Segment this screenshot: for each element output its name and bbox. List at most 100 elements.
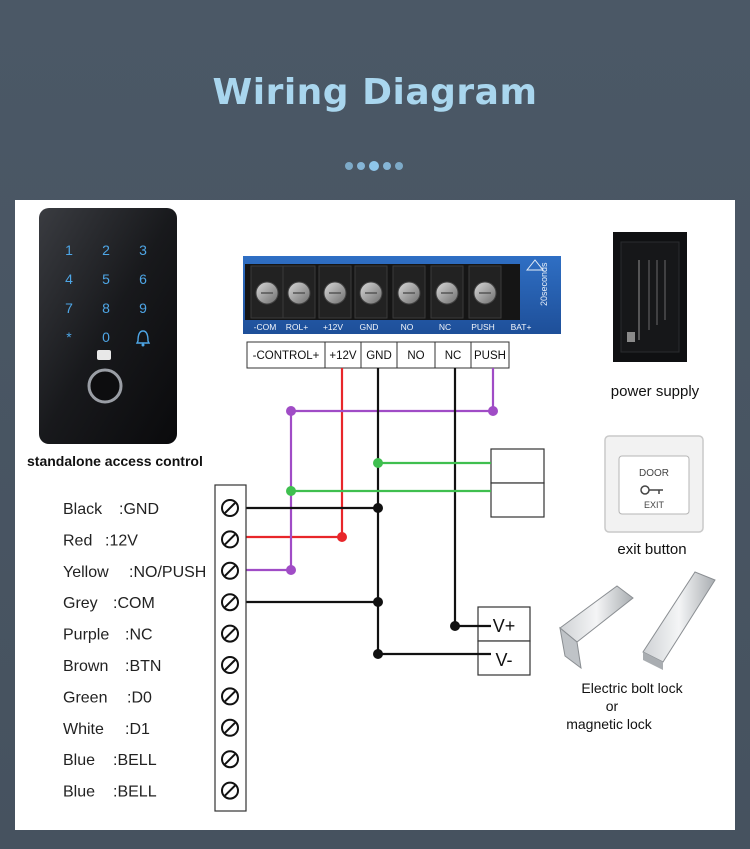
keypad-key: 6: [139, 271, 147, 287]
keypad-key: 2: [102, 242, 110, 258]
title-dots: [345, 160, 415, 172]
terminal-screw-icon: [221, 718, 239, 737]
keypad-key: 9: [139, 300, 147, 316]
bolt-lock-body: [559, 585, 634, 643]
keypad-caption: standalone access control: [27, 453, 203, 469]
wire-color-label: White: [63, 721, 104, 738]
junction-dot: [373, 503, 383, 513]
controller-label: GND: [366, 350, 392, 362]
lock-terminal-box-vplus: [477, 606, 531, 642]
page-title: Wiring Diagram: [212, 72, 538, 113]
wire-function-label: :12V: [105, 532, 138, 549]
electric-bolt-lock: [559, 585, 634, 670]
exit-terminal-box: [490, 448, 545, 484]
lock-terminal-box-vminus: [477, 640, 531, 676]
controller-label-box: [434, 341, 472, 369]
terminal-screw-icon: [221, 687, 239, 706]
controller-label-box: [470, 341, 510, 369]
board-terminal-label: ROL+: [286, 322, 308, 332]
exit-button-face-bottom: EXIT: [644, 500, 665, 510]
terminal-screw-icon: [221, 624, 239, 643]
keypad-key: 8: [102, 300, 110, 316]
board-terminal-label: BAT+: [511, 322, 532, 332]
keypad-key: 4: [65, 271, 73, 287]
exit-button-face-top: DOOR: [639, 468, 669, 479]
board-terminal-label: GND: [360, 322, 379, 332]
key-icon: [640, 485, 663, 495]
wire-junctions: [286, 406, 498, 659]
magnetic-lock: [642, 571, 716, 670]
junction-dot: [450, 621, 460, 631]
dot: [395, 162, 403, 170]
controller-label: PUSH: [474, 350, 506, 362]
exit-button-caption: exit button: [617, 541, 686, 558]
wire-color-label: Red: [63, 532, 92, 549]
board-terminal-label: -COM: [254, 322, 277, 332]
terminal-screw-icon: [221, 750, 239, 769]
lock-caption-line2: or: [606, 698, 619, 714]
board-terminal-label: +12V: [323, 322, 343, 332]
controller-label-box: [396, 341, 436, 369]
brand-mark: [627, 332, 635, 342]
board-terminal-label: PUSH: [471, 322, 495, 332]
dot: [383, 162, 391, 170]
wire-function-label: :NC: [125, 627, 153, 644]
power-supply-caption: power supply: [611, 383, 700, 400]
wire-function-label: :BELL: [113, 784, 157, 801]
wire-function-label: :D1: [125, 721, 150, 738]
wire-terminals: [221, 499, 239, 800]
keypad-key: 0: [102, 329, 110, 345]
lock-terminal-vminus: V-: [495, 650, 512, 670]
junction-dot: [373, 597, 383, 607]
wire-color-label: Blue: [63, 752, 95, 769]
terminal-screw-icon: [221, 530, 239, 549]
board-terminal-label: NO: [401, 322, 414, 332]
terminal-screws: [250, 265, 502, 319]
controller-label: -CONTROL+: [253, 350, 320, 362]
purple-wire-push: [289, 368, 495, 570]
fingerprint-sensor-icon: [87, 368, 123, 404]
controller-label-box: [324, 341, 362, 369]
controller-label: NO: [407, 350, 424, 362]
keypad-key: 5: [102, 271, 110, 287]
controller-label: NC: [445, 350, 462, 362]
controller-label-box: [246, 341, 326, 369]
keypad-key: 3: [139, 242, 147, 258]
junction-dot: [286, 486, 296, 496]
lock-caption-line3: magnetic lock: [566, 716, 653, 732]
wires: [246, 368, 495, 656]
bolt-lock-end: [559, 626, 582, 670]
wire-labels: Black:GNDRed:12VYellow:NO/PUSHGrey:COMPu…: [63, 501, 206, 801]
wire-color-label: Black: [63, 501, 103, 518]
terminal-screw-icon: [221, 656, 239, 674]
wire-function-label: :COM: [113, 595, 155, 612]
wire-color-label: Purple: [63, 627, 109, 644]
keypad-key: 1: [65, 242, 73, 258]
black-wire-nc: [453, 368, 491, 628]
bell-icon: [135, 330, 151, 347]
junction-dot: [286, 565, 296, 575]
wire-color-label: Yellow: [63, 564, 109, 581]
board-terminal-label: NC: [439, 322, 451, 332]
junction-dot: [373, 458, 383, 468]
terminal-screw-icon: [221, 499, 239, 517]
lock-caption-line1: Electric bolt lock: [581, 680, 683, 696]
dot: [369, 161, 379, 171]
dot: [345, 162, 353, 170]
card-reader-icon: [97, 350, 111, 360]
lock-terminal-vplus: V+: [493, 616, 516, 636]
wire-color-label: Brown: [63, 658, 108, 675]
junction-dot: [286, 406, 296, 416]
board-terminal-labels: -COM ROL+ +12V GND NO NC PUSH BAT+: [254, 322, 532, 332]
warning-icon: [525, 259, 545, 271]
terminal-screw-icon: [221, 593, 239, 612]
wire-function-label: :NO/PUSH: [129, 564, 206, 581]
exit-terminal-box: [490, 482, 545, 518]
terminal-screw-icon: [221, 561, 239, 580]
